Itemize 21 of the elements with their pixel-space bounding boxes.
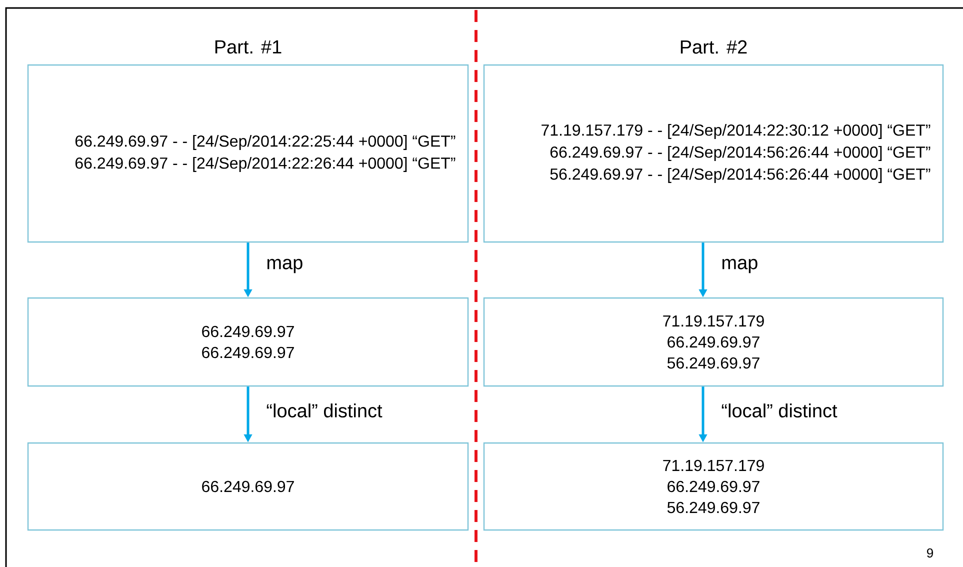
- ip-address: 56.249.69.97: [667, 357, 760, 369]
- log-entry: 66.249.69.97 - - [24/Sep/2014:22:26:44 +0000] “GET”: [75, 157, 456, 172]
- log-entry: 56.249.69.97 - - [24/Sep/2014:56:26:44 +0000] “GET”: [550, 168, 930, 183]
- page-number: 9: [927, 548, 933, 558]
- ip-address: 71.19.157.179: [663, 460, 764, 472]
- column-heading: Part. #2: [680, 40, 747, 54]
- ip-address: 66.249.69.97: [668, 336, 760, 348]
- edge-label: “local” distinct: [264, 402, 384, 420]
- log-entry: 66.249.69.97 - - [24/Sep/2014:56:26:44 +0000] “GET”: [550, 146, 930, 161]
- edge-label: “local” distinct: [719, 402, 840, 420]
- ip-address: 66.249.69.97: [668, 480, 760, 492]
- ip-address: 66.249.69.97: [202, 480, 294, 492]
- edge-label: map: [719, 256, 760, 276]
- ip-address: 56.249.69.97: [667, 502, 760, 514]
- ip-address: 71.19.157.179: [663, 315, 764, 327]
- log-entry: 71.19.157.179 - - [24/Sep/2014:22:30:12 +0000] “GET”: [542, 124, 930, 139]
- ip-address: 66.249.69.97: [202, 326, 294, 338]
- log-entry: 66.249.69.97 - - [24/Sep/2014:22:25:44 +0000] “GET”: [75, 135, 456, 150]
- edge-label: map: [264, 256, 306, 276]
- column-heading: Part. #1: [215, 40, 282, 54]
- ip-address: 66.249.69.97: [202, 346, 294, 358]
